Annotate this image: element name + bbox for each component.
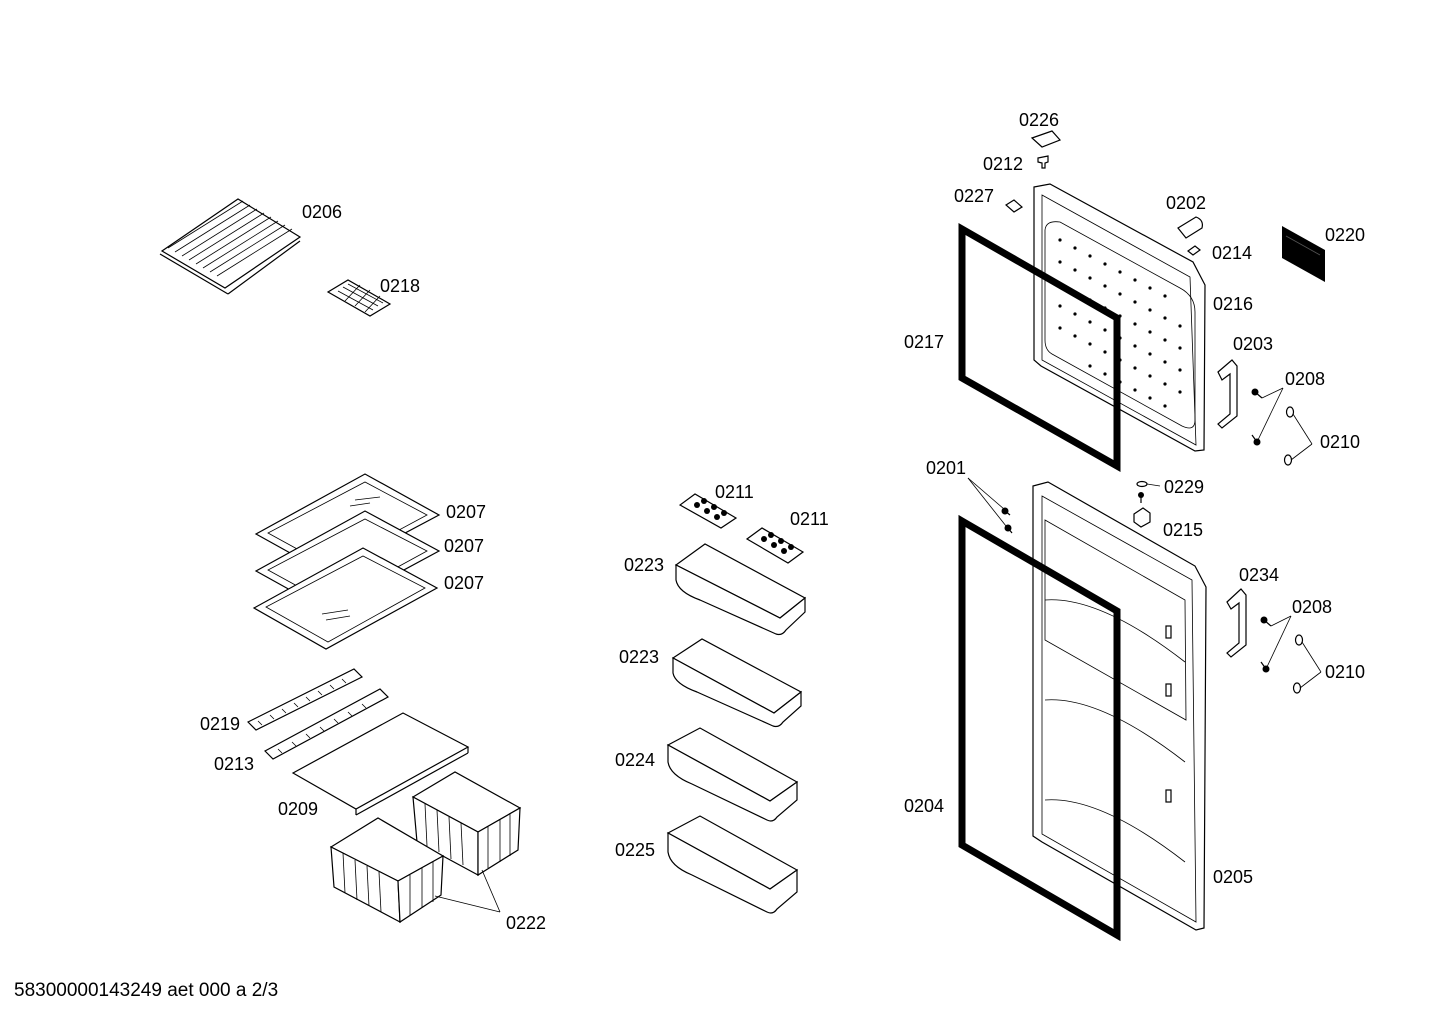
callout-0202: 0202 bbox=[1166, 193, 1206, 213]
leader-0208-upper-a bbox=[1261, 387, 1284, 399]
callout-0209: 0209 bbox=[278, 799, 318, 819]
drawing-reference-number: 58300000143249 aet 000 a 2/3 bbox=[14, 980, 279, 1001]
leader-0210-upper-b bbox=[1290, 443, 1313, 461]
freezer-door-handle bbox=[1217, 359, 1238, 429]
hinge-cover bbox=[1030, 130, 1062, 148]
callout-0226: 0226 bbox=[1019, 110, 1059, 130]
door-bin-2 bbox=[671, 638, 803, 728]
crisper-drawer-left bbox=[329, 817, 445, 924]
callout-0219: 0219 bbox=[200, 714, 240, 734]
leader-0210-upper-a bbox=[1292, 413, 1313, 445]
leader-0210-lower-a bbox=[1301, 641, 1322, 673]
handle-cap bbox=[1177, 216, 1203, 239]
leader-0222-b bbox=[481, 869, 501, 913]
callout-0211-upper: 0211 bbox=[715, 482, 754, 502]
screw-lower-1 bbox=[1260, 616, 1272, 627]
cap-upper-1 bbox=[1285, 406, 1295, 418]
callout-0207-bottom: 0207 bbox=[444, 573, 484, 593]
cap-clip bbox=[1187, 245, 1201, 256]
hinge-pin bbox=[1037, 155, 1049, 169]
hinge-bush bbox=[1138, 492, 1144, 503]
callout-0215: 0215 bbox=[1163, 520, 1203, 540]
callout-0203: 0203 bbox=[1233, 334, 1273, 354]
callout-0218: 0218 bbox=[380, 276, 420, 296]
callout-0212: 0212 bbox=[983, 154, 1023, 174]
cap-lower-1 bbox=[1294, 634, 1304, 646]
egg-tray-upper bbox=[678, 493, 738, 529]
magnet-pad bbox=[1004, 199, 1024, 213]
screw-0201-b bbox=[1004, 524, 1013, 534]
leader-0210-lower-b bbox=[1299, 671, 1322, 689]
leader-0201-b bbox=[967, 477, 1007, 527]
door-bin-1 bbox=[674, 543, 807, 636]
callout-0234: 0234 bbox=[1239, 565, 1279, 585]
cap-upper-2 bbox=[1283, 454, 1293, 466]
callout-0224: 0224 bbox=[615, 750, 655, 770]
glass-shelf-bottom bbox=[252, 547, 439, 650]
leader-0208-lower-a bbox=[1270, 615, 1292, 627]
crisper-cover-plate bbox=[291, 712, 470, 816]
callout-0201: 0201 bbox=[926, 458, 966, 478]
hinge-block bbox=[1133, 507, 1151, 528]
leader-0208-upper-b bbox=[1256, 387, 1284, 443]
door-bin-3 bbox=[666, 727, 799, 822]
callout-0206: 0206 bbox=[302, 202, 342, 222]
callout-0208-lower: 0208 bbox=[1292, 597, 1332, 617]
callout-0204: 0204 bbox=[904, 796, 944, 816]
callout-0210-upper: 0210 bbox=[1320, 432, 1360, 452]
callout-0217: 0217 bbox=[904, 332, 944, 352]
callout-0225: 0225 bbox=[615, 840, 655, 860]
leader-0229 bbox=[1146, 483, 1161, 487]
freezer-door-gasket bbox=[958, 222, 1121, 473]
callout-0222: 0222 bbox=[506, 913, 546, 933]
callout-0207-top: 0207 bbox=[446, 502, 486, 522]
callout-0205: 0205 bbox=[1213, 867, 1253, 887]
crisper-drawer-right bbox=[411, 771, 522, 877]
callout-0223-lower: 0223 bbox=[619, 647, 659, 667]
callout-0227: 0227 bbox=[954, 186, 994, 206]
screw-0201-a bbox=[1001, 507, 1011, 516]
fridge-door-handle bbox=[1226, 588, 1247, 658]
callout-0220: 0220 bbox=[1325, 225, 1365, 245]
callout-0213: 0213 bbox=[214, 754, 254, 774]
callout-0210-lower: 0210 bbox=[1325, 662, 1365, 682]
egg-tray-lower bbox=[745, 527, 805, 564]
screw-upper-1 bbox=[1251, 388, 1263, 399]
callout-0214: 0214 bbox=[1212, 243, 1252, 263]
leader-0208-lower-b bbox=[1265, 615, 1292, 670]
leader-0201-a bbox=[967, 477, 1005, 510]
leader-0222-a bbox=[434, 895, 501, 913]
ice-tray-grate bbox=[326, 279, 392, 317]
fridge-door-gasket bbox=[958, 514, 1121, 942]
door-bin-4 bbox=[666, 815, 799, 914]
cap-lower-2 bbox=[1292, 682, 1302, 694]
callout-0229: 0229 bbox=[1164, 477, 1204, 497]
hinge-washer bbox=[1136, 480, 1148, 488]
callout-0207-middle: 0207 bbox=[444, 536, 484, 556]
callout-0216: 0216 bbox=[1213, 294, 1253, 314]
vent-strip-upper bbox=[246, 668, 364, 731]
vent-strip-lower bbox=[264, 688, 389, 760]
callout-0208-upper: 0208 bbox=[1285, 369, 1325, 389]
callout-0211-lower: 0211 bbox=[790, 509, 829, 529]
callout-0223-upper: 0223 bbox=[624, 555, 664, 575]
wire-shelf bbox=[159, 198, 302, 295]
